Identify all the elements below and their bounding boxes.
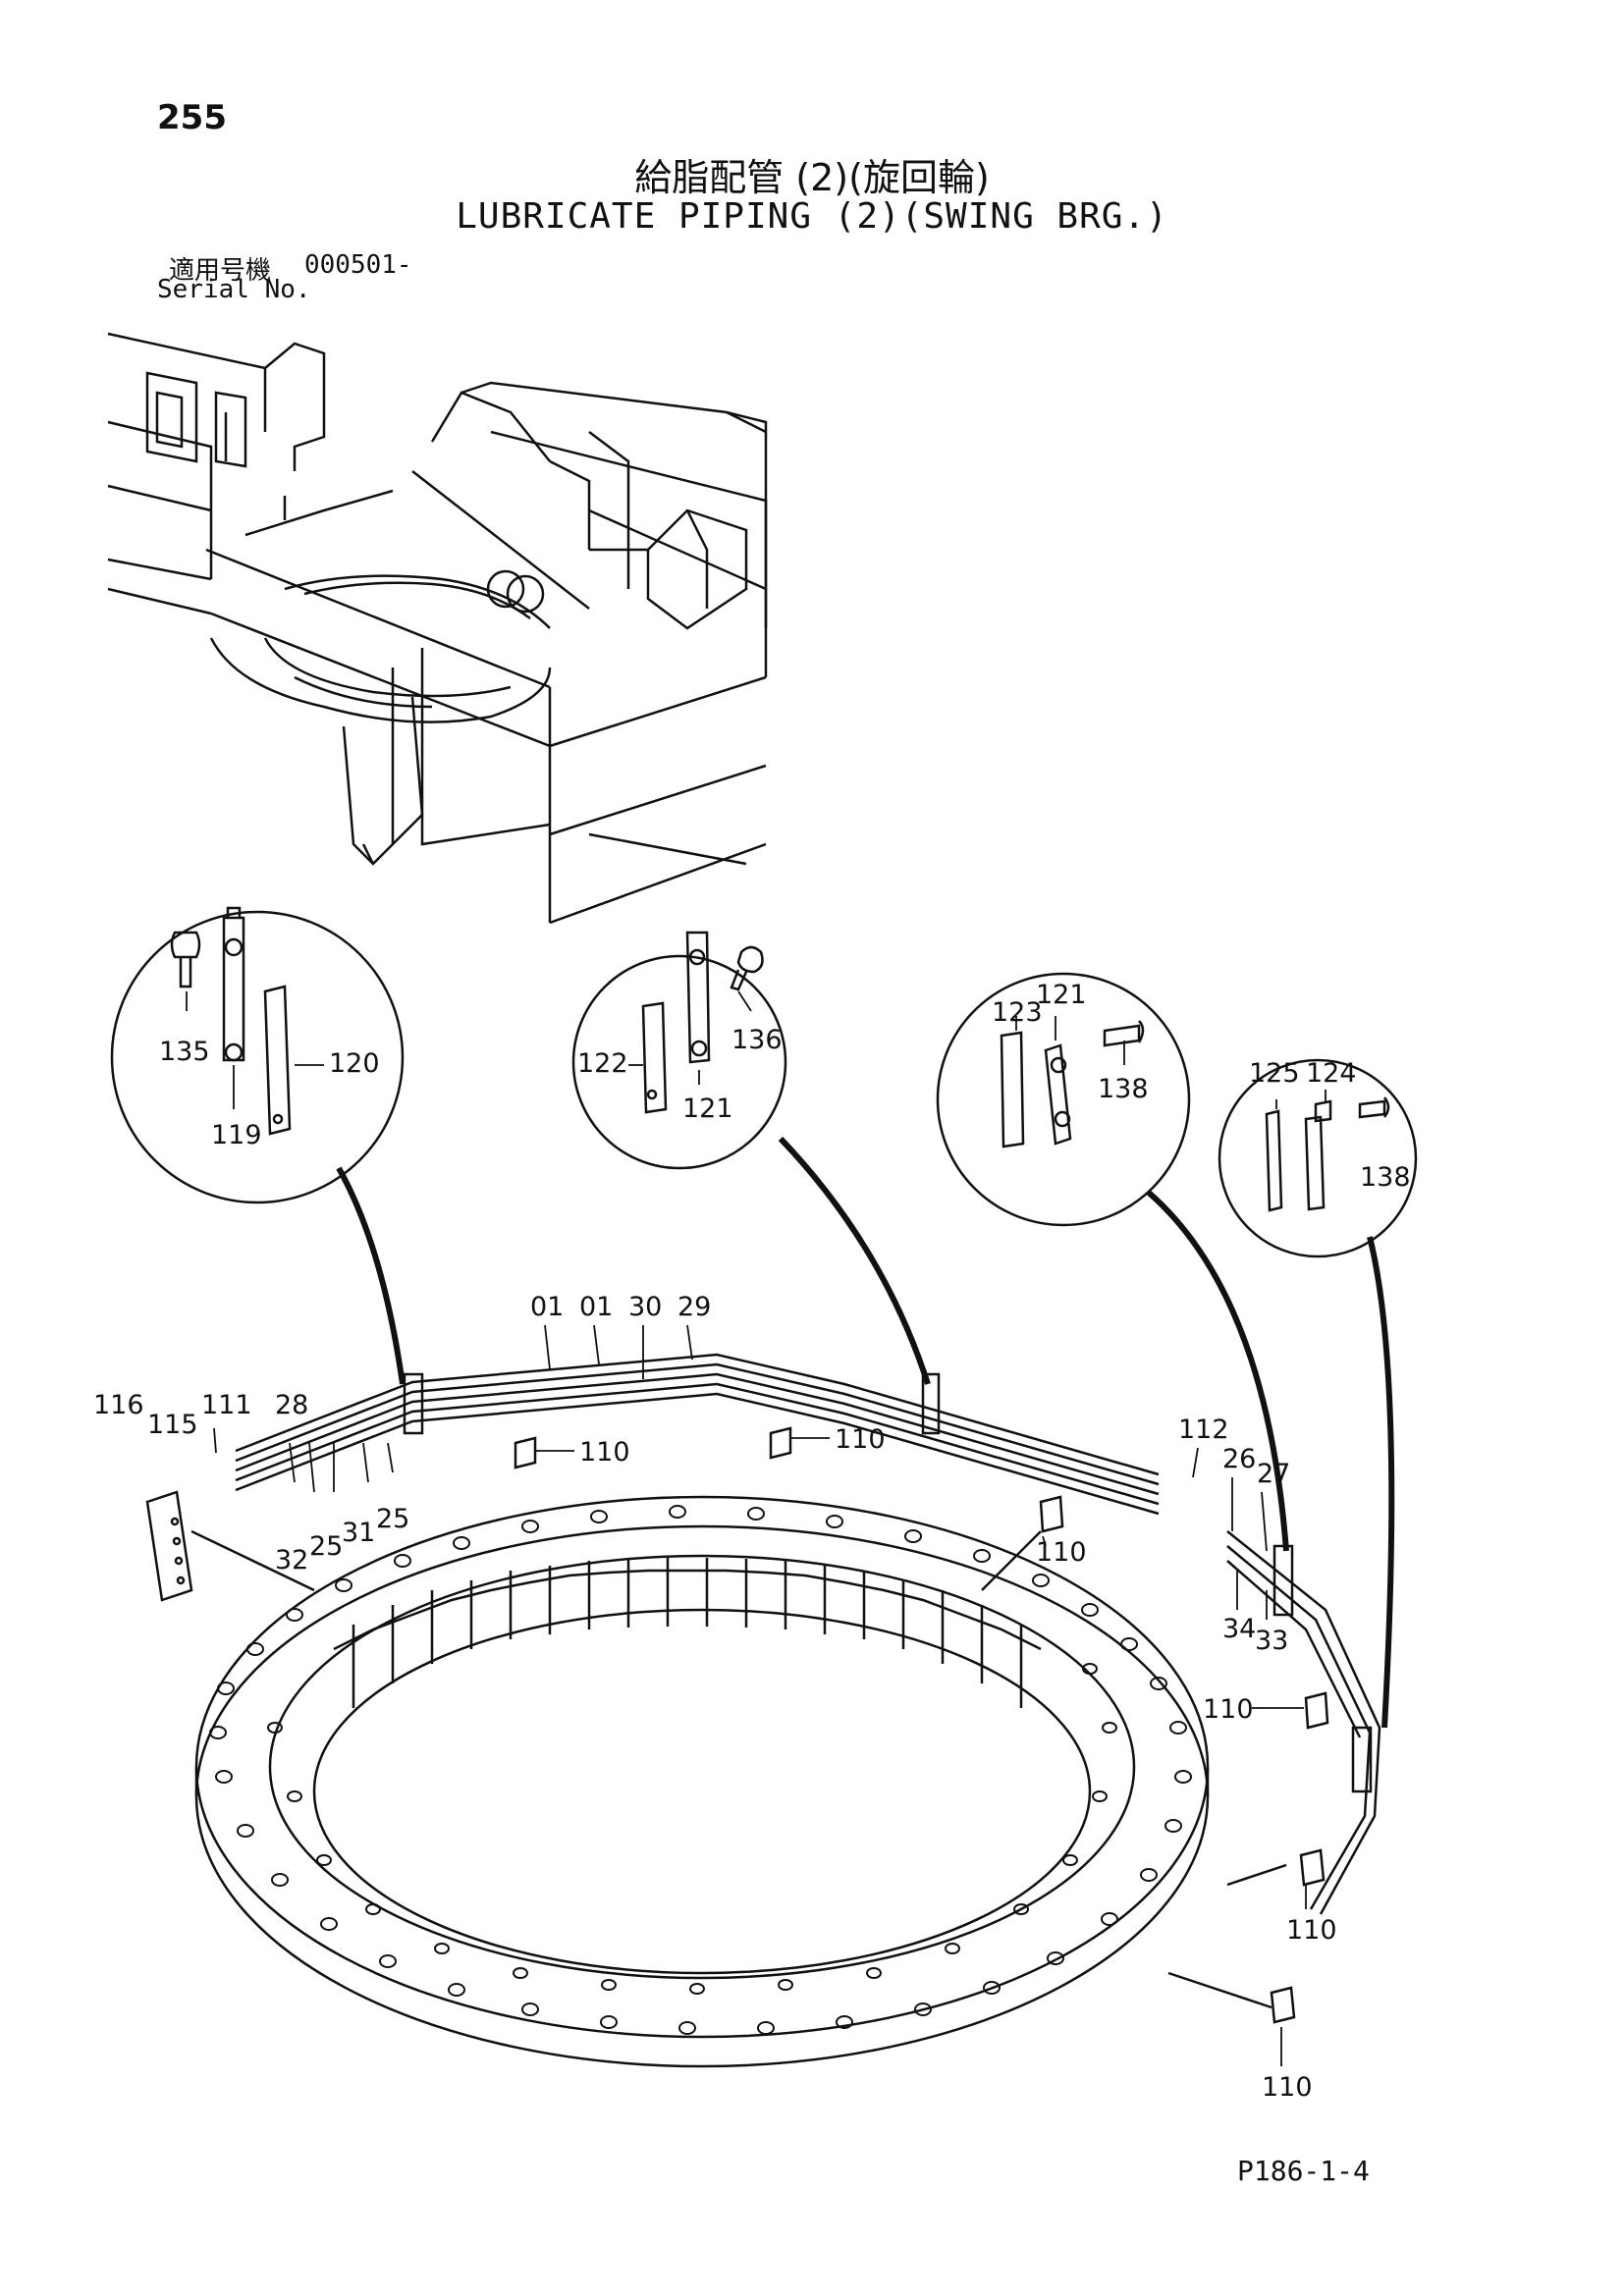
callout-25-a: 25: [309, 1531, 343, 1562]
callout-31: 31: [342, 1518, 375, 1548]
callout-25-b: 25: [376, 1504, 409, 1534]
callout-110-b: 110: [835, 1424, 886, 1455]
callout-135: 135: [159, 1037, 210, 1067]
callout-30: 30: [628, 1292, 662, 1322]
callout-110-e: 110: [1286, 1915, 1337, 1946]
callout-27: 27: [1257, 1459, 1290, 1489]
callout-110-c: 110: [1036, 1537, 1087, 1568]
callout-122: 122: [577, 1048, 628, 1079]
clamp-d-parts: [1265, 1096, 1390, 1212]
callout-110-a: 110: [579, 1437, 630, 1468]
callout-125: 125: [1249, 1058, 1300, 1089]
serial-number-value: 000501-: [304, 250, 412, 280]
callout-110-f: 110: [1262, 2072, 1313, 2103]
serial-label-english: Serial No.: [157, 275, 311, 304]
callout-01-a: 01: [530, 1292, 564, 1322]
detail-leaders: [336, 1136, 1395, 1729]
callout-119: 119: [211, 1120, 262, 1150]
bolt-holes: [209, 1505, 1192, 2035]
callout-32: 32: [275, 1545, 308, 1575]
callout-123: 123: [992, 997, 1043, 1028]
callout-138-b: 138: [1360, 1162, 1411, 1193]
document-code: P186-1-4: [1237, 2155, 1370, 2187]
callout-110-d: 110: [1203, 1694, 1254, 1725]
clamp-c-parts: [1000, 1020, 1145, 1148]
distribution-block: [145, 1490, 315, 1602]
callout-115: 115: [147, 1410, 198, 1440]
callout-121-a: 121: [682, 1094, 733, 1124]
callout-26: 26: [1222, 1444, 1256, 1474]
callout-28: 28: [275, 1390, 308, 1420]
detail-circle-clamp-c: [936, 972, 1191, 1227]
callout-01-b: 01: [579, 1292, 613, 1322]
swing-bearing: [194, 1495, 1210, 2068]
callout-111: 111: [201, 1390, 252, 1420]
callout-124: 124: [1306, 1058, 1357, 1089]
callout-numbers: 135 119 120 122 121 136 123 121 138 125 …: [93, 980, 1411, 2103]
elbow-fittings: [514, 1426, 1329, 2024]
tube-clamps: [403, 1372, 1373, 1793]
callout-112: 112: [1178, 1415, 1229, 1445]
title-japanese: 給脂配管 (2)(旋回輪): [634, 156, 990, 199]
detail-circle-clamp-a: [110, 910, 405, 1204]
title-english: LUBRICATE PIPING (2)(SWING BRG.): [456, 196, 1168, 237]
callout-33: 33: [1255, 1626, 1288, 1656]
clamp-b-parts: [641, 931, 764, 1114]
detail-circle-clamp-b: [571, 954, 787, 1170]
callout-leaders: [186, 990, 1326, 2066]
serial-label-japanese: 適用号機: [169, 256, 272, 286]
detail-circle-clamp-d: [1218, 1058, 1418, 1258]
callout-138-a: 138: [1098, 1074, 1149, 1104]
callout-136: 136: [731, 1025, 783, 1055]
callout-29: 29: [677, 1292, 711, 1322]
callout-121-b: 121: [1036, 980, 1087, 1010]
callout-34: 34: [1222, 1614, 1256, 1644]
machine-frame-drawing: [107, 332, 768, 925]
callout-116: 116: [93, 1390, 144, 1420]
callout-120: 120: [329, 1048, 380, 1079]
page-number: 255: [157, 98, 227, 137]
clamp-a-parts: [170, 906, 292, 1136]
